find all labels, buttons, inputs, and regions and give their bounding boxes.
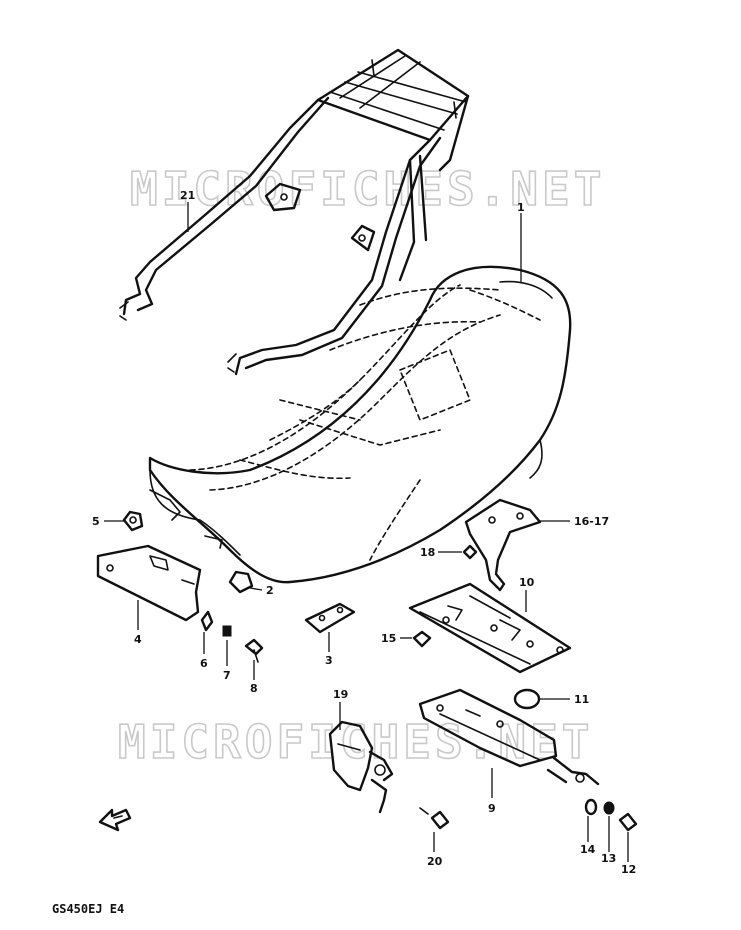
callout-5[interactable]: 5 <box>92 515 100 528</box>
callout-14[interactable]: 14 <box>580 843 596 856</box>
part-18-grommet[interactable] <box>462 544 478 560</box>
part-14-washer[interactable] <box>584 798 598 816</box>
model-code: GS450EJ E4 <box>52 902 124 916</box>
callout-18[interactable]: 18 <box>420 546 435 559</box>
part-11-cap[interactable] <box>513 688 541 710</box>
part-3-bracket[interactable] <box>304 602 356 634</box>
callout-1[interactable]: 1 <box>517 201 525 214</box>
callout-12[interactable]: 12 <box>621 863 636 876</box>
callout-7[interactable]: 7 <box>223 669 231 682</box>
part-9-lock-bracket[interactable] <box>418 688 600 786</box>
callout-10[interactable]: 10 <box>519 576 535 589</box>
callout-8[interactable]: 8 <box>250 682 258 695</box>
leader-lines <box>104 202 629 862</box>
callout-2[interactable]: 2 <box>266 584 274 597</box>
part-5-bushing[interactable] <box>122 510 144 532</box>
callout-15[interactable]: 15 <box>381 632 396 645</box>
callout-9[interactable]: 9 <box>488 802 496 815</box>
callout-20[interactable]: 20 <box>427 855 443 868</box>
callouts: 21 1 5 16-17 18 2 10 4 15 3 6 7 8 11 19 … <box>92 189 636 876</box>
part-10-base-plate[interactable] <box>408 582 572 674</box>
callout-4[interactable]: 4 <box>134 633 142 646</box>
part-15-grommet[interactable] <box>412 630 432 648</box>
callout-3[interactable]: 3 <box>325 654 333 667</box>
watermark-top: MICROFICHES.NET <box>130 162 605 216</box>
part-21-rear-carrier[interactable] <box>119 48 470 376</box>
callout-21[interactable]: 21 <box>180 189 195 202</box>
front-direction-arrow-icon <box>98 808 132 832</box>
part-1-seat[interactable] <box>148 265 572 584</box>
part-8-bolt[interactable] <box>244 638 264 663</box>
part-20-bolt[interactable] <box>419 807 450 830</box>
callout-13[interactable]: 13 <box>601 852 616 865</box>
part-2-damper[interactable] <box>228 570 254 594</box>
part-19-seat-lock[interactable] <box>328 720 394 814</box>
watermark-bottom: MICROFICHES.NET <box>118 715 593 769</box>
part-13-nut[interactable] <box>603 801 615 815</box>
part-7-nut[interactable] <box>222 625 232 637</box>
part-4-plate[interactable] <box>96 544 202 622</box>
part-12-bolt[interactable] <box>618 812 638 832</box>
callout-11[interactable]: 11 <box>574 693 589 706</box>
callout-16-17[interactable]: 16-17 <box>574 515 609 528</box>
part-16-17-hinge[interactable] <box>464 498 542 592</box>
callout-6[interactable]: 6 <box>200 657 208 670</box>
part-6-washer[interactable] <box>200 610 214 632</box>
callout-19[interactable]: 19 <box>333 688 348 701</box>
